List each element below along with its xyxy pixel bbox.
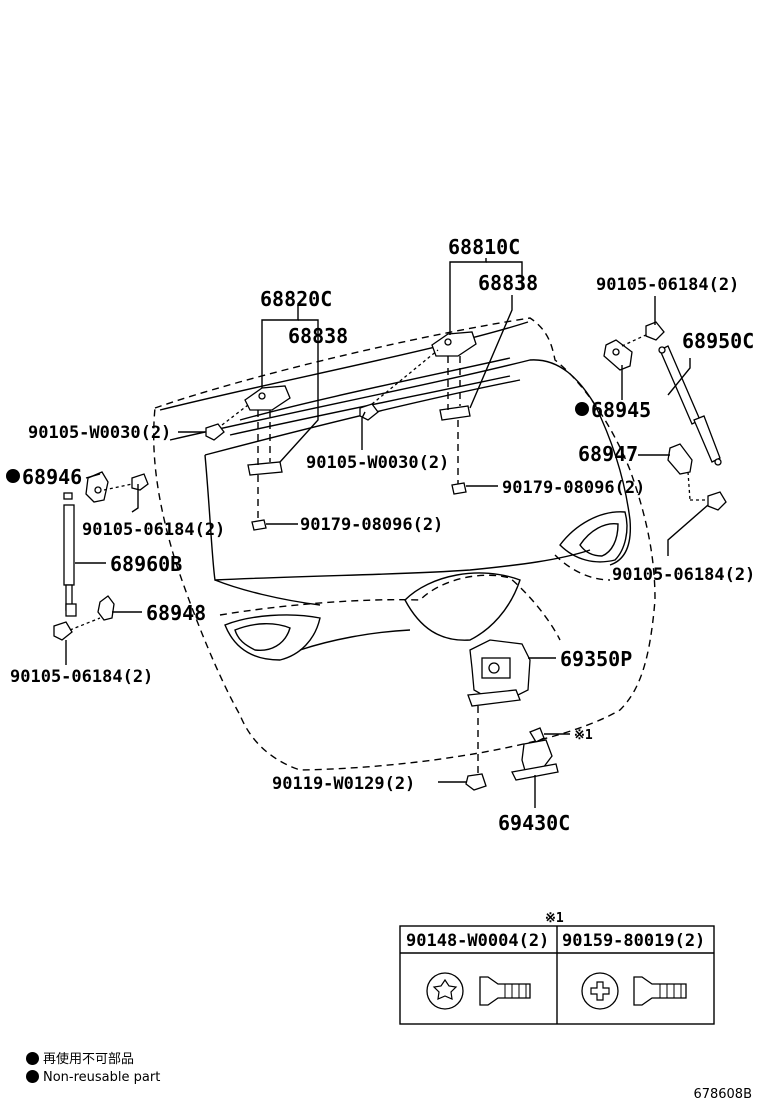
note-table-col1: 90148-W0004(2) (406, 931, 549, 951)
label-68838-left: 68838 (288, 324, 348, 348)
label-68810C: 68810C (448, 235, 520, 259)
note-table: ※1 90148-W0004(2) 90159-80019(2) (399, 911, 715, 1025)
label-68947: 68947 (578, 442, 638, 466)
legend-line-en: Non-reusable part (26, 1070, 160, 1085)
label-68838-right: 68838 (478, 271, 538, 295)
label-90119-W0129: 90119-W0129(2) (272, 774, 415, 794)
non-reusable-dot-68945 (575, 402, 589, 416)
hinge-left (244, 385, 291, 531)
note-table-mark: ※1 (545, 911, 564, 926)
hinge-right (431, 331, 477, 495)
legend-line-ja: 再使用不可部品 (26, 1048, 134, 1067)
label-68948: 68948 (146, 601, 206, 625)
label-90105-06184-top: 90105-06184(2) (596, 275, 739, 295)
back-door-outline (153, 317, 656, 771)
diagram-code: 678608B (693, 1087, 752, 1102)
non-reusable-bullet-icon (26, 1052, 39, 1065)
phillips-screw-icon (581, 972, 687, 1010)
label-90179-08096-right: 90179-08096(2) (502, 478, 645, 498)
torx-screw-icon (426, 972, 531, 1010)
label-68820C: 68820C (260, 287, 332, 311)
label-68946: 68946 (22, 465, 82, 489)
label-69350P: 69350P (560, 647, 632, 671)
legend-text-en: Non-reusable part (43, 1070, 161, 1085)
label-90105-06184-bottom: 90105-06184(2) (10, 667, 153, 687)
striker (511, 727, 559, 781)
label-68960B: 68960B (110, 552, 182, 576)
stay-damper-right (603, 321, 727, 511)
door-lock (465, 639, 531, 791)
legend-text-ja: 再使用不可部品 (43, 1052, 135, 1067)
label-note-mark: ※1 (574, 728, 593, 743)
label-90105-W0030-left: 90105-W0030(2) (28, 423, 171, 443)
label-68950C: 68950C (682, 329, 754, 353)
label-90105-06184-right: 90105-06184(2) (612, 565, 755, 585)
label-69430C: 69430C (498, 811, 570, 835)
bolt-icons (205, 349, 439, 441)
label-68945: 68945 (591, 398, 651, 422)
label-90179-08096-mid: 90179-08096(2) (300, 515, 443, 535)
leader-lines (65, 258, 709, 808)
label-90105-W0030-mid: 90105-W0030(2) (306, 453, 449, 473)
label-90105-06184-left: 90105-06184(2) (82, 520, 225, 540)
stay-damper-left (53, 471, 149, 641)
non-reusable-dot-68946 (6, 469, 20, 483)
non-reusable-bullet-icon (26, 1070, 39, 1083)
note-table-col2: 90159-80019(2) (562, 931, 705, 951)
